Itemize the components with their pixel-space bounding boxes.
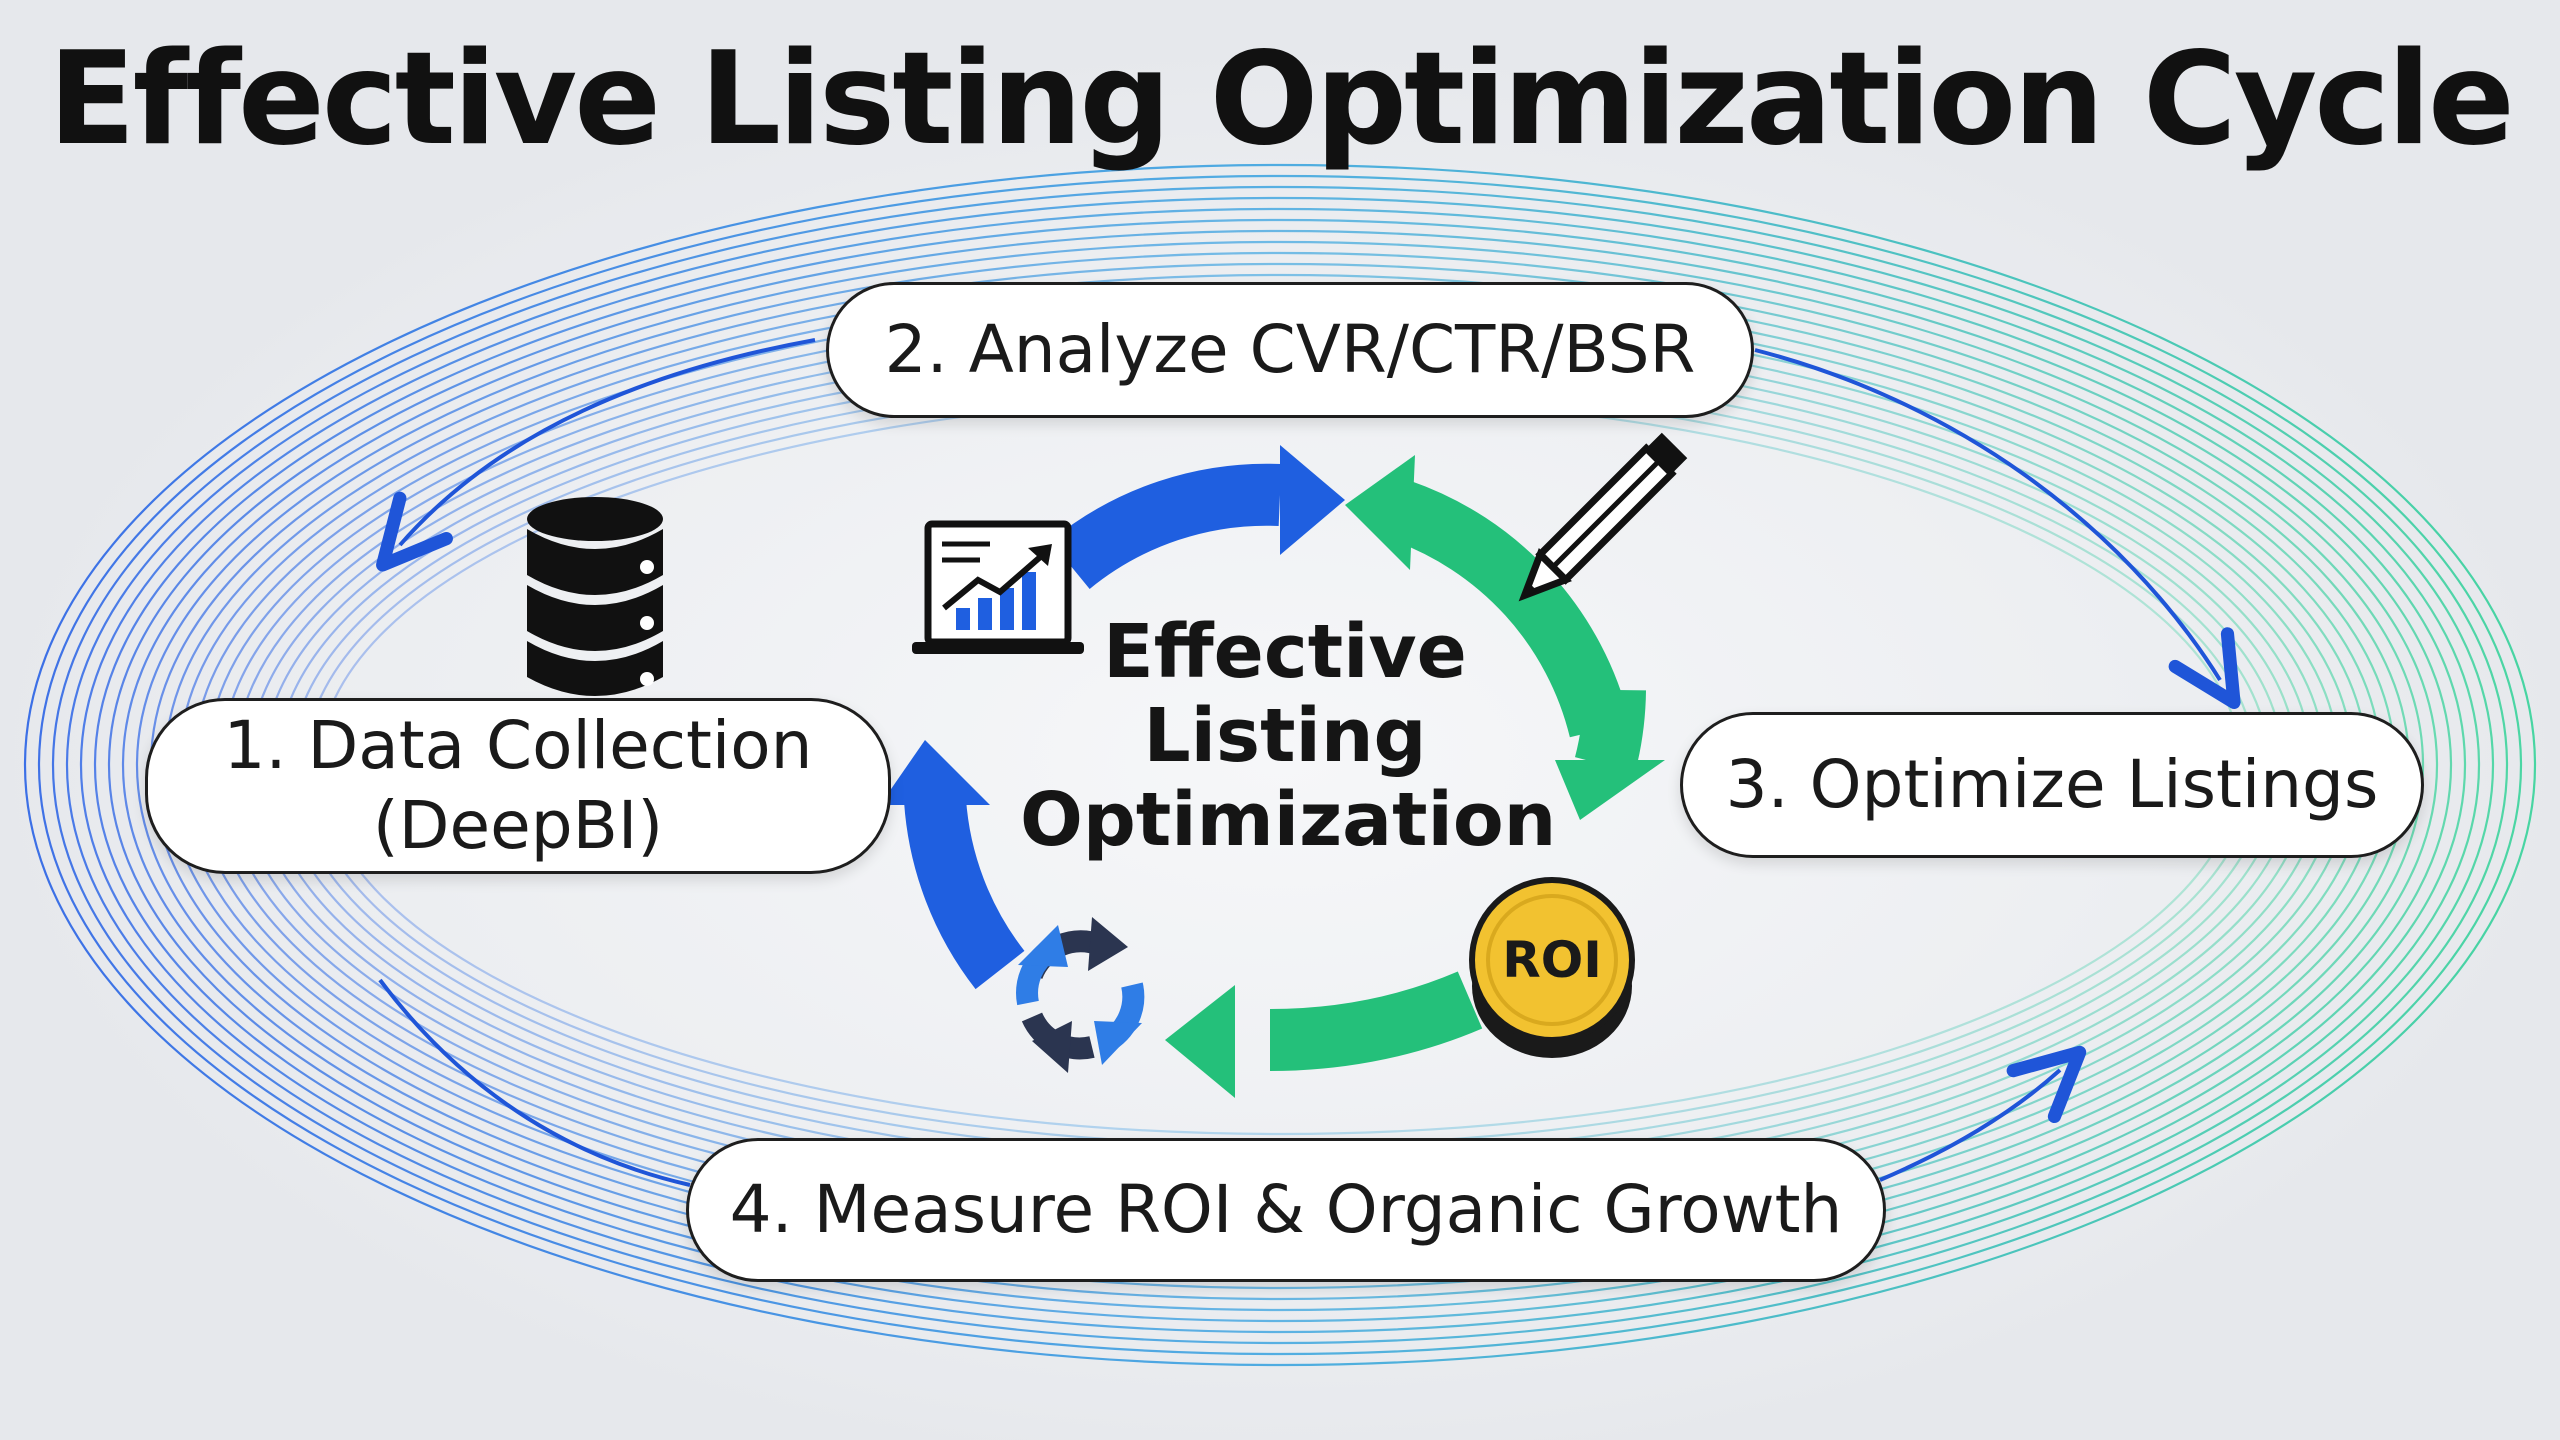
center-label: Effective Listing Optimization [1020, 609, 1557, 863]
orbit-ring [79, 207, 2481, 1323]
cycle-arrowhead-top [1280, 445, 1345, 555]
step-1-data-collection: 1. Data Collection (DeepBI) [145, 698, 891, 874]
center-line-1: Effective [1103, 609, 1467, 695]
roi-badge-text: ROI [1502, 931, 1602, 989]
step-2-analyze: 2. Analyze CVR/CTR/BSR [826, 282, 1754, 418]
cycle-arrowhead-top-green [1345, 455, 1415, 570]
cycle-arrowhead-bottom [1165, 985, 1235, 1098]
center-line-3: Optimization [1020, 777, 1557, 863]
orbit-ring [107, 229, 2453, 1301]
orbit-ring [121, 240, 2439, 1290]
orbit-ring [65, 196, 2495, 1334]
cycle-arrow-bottom-green [1269, 971, 1483, 1071]
step-3-optimize: 3. Optimize Listings [1680, 712, 2424, 858]
orbit-ring [51, 185, 2509, 1345]
orbit-ring [23, 163, 2537, 1367]
orbit-ring [93, 218, 2467, 1312]
orbit-arrow-bottom-right [1879, 1045, 2087, 1182]
center-line-2: Listing [1143, 693, 1427, 779]
step-1-sublabel: (DeepBI) [372, 787, 664, 864]
roi-coin-icon [1469, 877, 1635, 1058]
cycle-arrowhead-right [1555, 760, 1665, 820]
step-1-label: 1. Data Collection [223, 707, 813, 784]
step-2-label: 2. Analyze CVR/CTR/BSR [884, 311, 1696, 388]
step-4-measure: 4. Measure ROI & Organic Growth [686, 1138, 1886, 1282]
orbit-arrow-top-right [1754, 348, 2241, 709]
cycle-arrow-top-blue [1050, 463, 1282, 590]
cycle-arrow-left-blue [904, 797, 1025, 990]
orbit-arrow-top-left [376, 338, 816, 572]
step-3-label: 3. Optimize Listings [1725, 746, 2379, 823]
orbit-ring [37, 174, 2523, 1356]
cycle-arrowhead-left [880, 740, 990, 805]
orbit-arrow-bottom-left [378, 978, 691, 1187]
refresh-cycle-icon [1016, 917, 1145, 1073]
analytics-chart-icon [912, 520, 1084, 654]
database-icon [527, 497, 663, 696]
cycle-arrow-right-lower-green [1574, 689, 1646, 773]
step-4-label: 4. Measure ROI & Organic Growth [729, 1171, 1843, 1248]
pencil-icon [1518, 432, 1688, 602]
diagram-title: Effective Listing Optimization Cycle [48, 25, 2515, 174]
